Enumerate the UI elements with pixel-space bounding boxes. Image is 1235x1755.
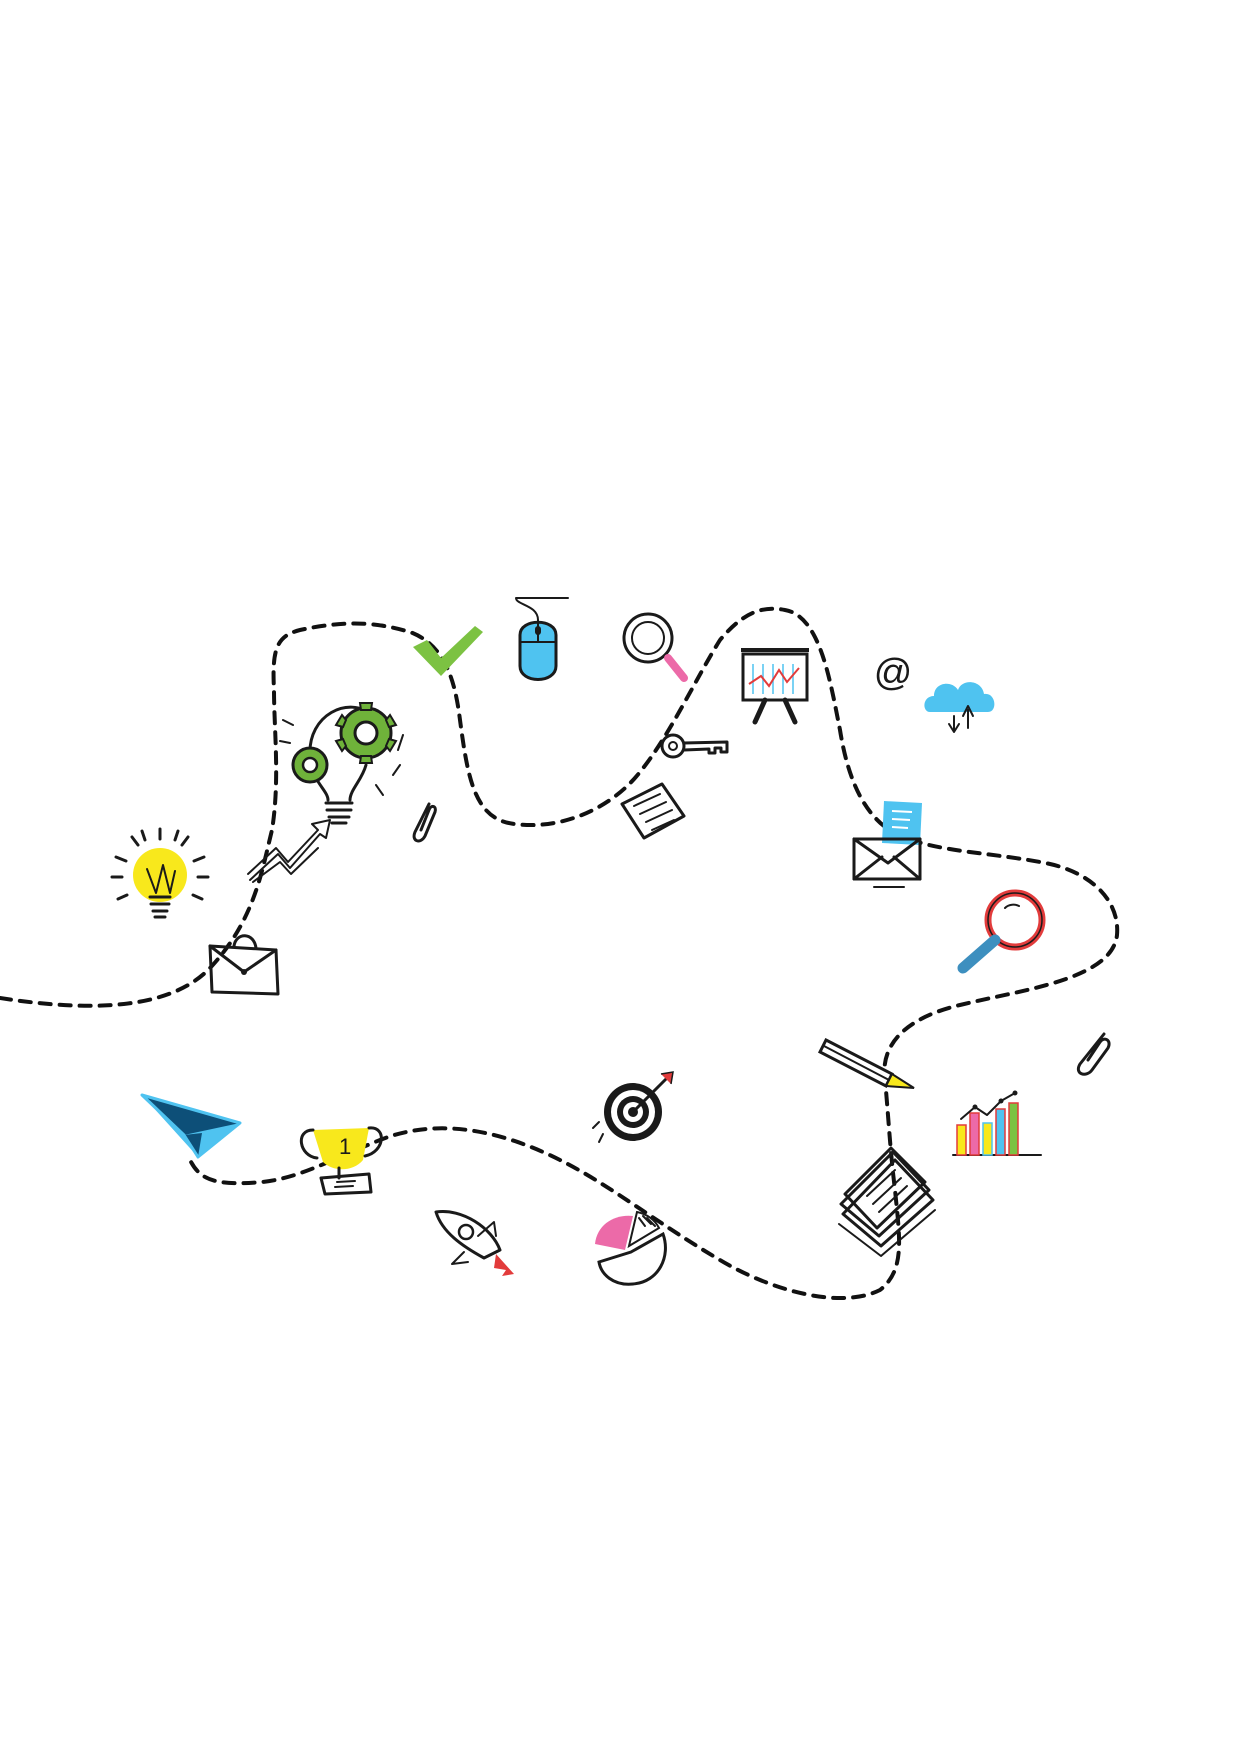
at-sign-icon: @ xyxy=(874,652,913,694)
trophy-icon: 1 xyxy=(300,1126,383,1196)
bar-chart-icon xyxy=(952,1090,1042,1156)
presentation-board-icon xyxy=(741,648,809,725)
trophy-rank: 1 xyxy=(339,1134,351,1159)
magnifier-pink-icon xyxy=(622,612,688,682)
paperclip-icon xyxy=(412,802,437,843)
trend-arrow-icon xyxy=(247,819,331,883)
gears-bulb-icon xyxy=(279,702,404,825)
checkmark-icon xyxy=(413,626,483,676)
paper-stack-icon xyxy=(838,1146,936,1257)
at-sign-glyph: @ xyxy=(874,652,913,694)
key-icon xyxy=(660,733,729,759)
document-icon xyxy=(620,782,686,840)
briefcase-icon xyxy=(208,934,280,996)
rocket-icon xyxy=(434,1210,514,1276)
target-icon xyxy=(592,1071,674,1143)
dashed-path xyxy=(0,606,1120,1301)
pencil-icon xyxy=(817,1037,915,1089)
paper-plane-icon xyxy=(140,1093,242,1159)
envelope-icon xyxy=(852,801,922,888)
paperclip-icon xyxy=(1077,1032,1111,1076)
computer-mouse-icon xyxy=(515,597,569,681)
cloud-sync-icon xyxy=(924,682,995,733)
magnifier-red-icon xyxy=(957,889,1046,974)
pie-chart-icon xyxy=(595,1210,667,1286)
lightbulb-icon xyxy=(110,827,210,919)
